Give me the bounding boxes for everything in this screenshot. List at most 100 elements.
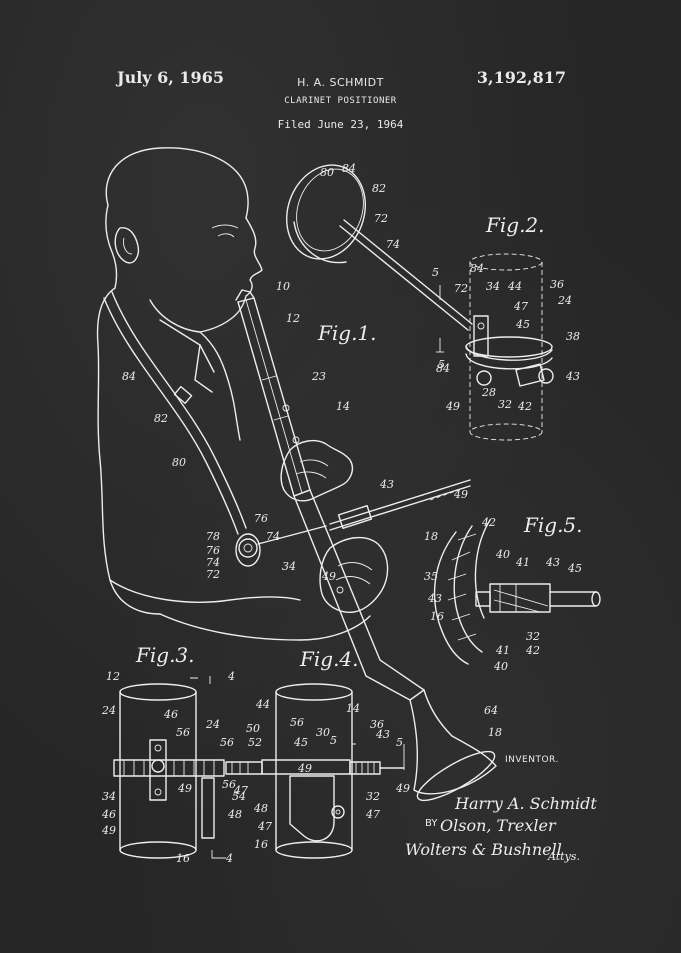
fig1-label: Fig.1.: [317, 321, 377, 345]
ref-numeral: 74: [386, 238, 400, 251]
ref-numeral: 80: [172, 456, 186, 469]
ref-numeral: 42: [525, 644, 540, 657]
ref-numeral: 49: [101, 824, 116, 837]
ref-numeral: 16: [430, 610, 444, 623]
ref-numeral: 14: [336, 400, 350, 413]
attorneys-line-2: Wolters & Bushnell: [405, 840, 562, 859]
fig4-label: Fig.4.: [299, 647, 359, 671]
ref-numeral: 76: [254, 512, 268, 525]
ref-numeral: 74: [266, 530, 280, 543]
ref-numeral: 30: [316, 726, 330, 739]
ref-numeral: 74: [206, 556, 220, 569]
ref-numeral: 52: [248, 736, 262, 749]
ref-numeral: 44: [507, 280, 522, 293]
ref-numeral: 36: [370, 718, 384, 731]
ref-numeral: 82: [372, 182, 386, 195]
ref-numeral: 49: [177, 782, 192, 795]
ref-numeral: 46: [163, 708, 178, 721]
ref-numeral: 43: [427, 592, 442, 605]
ref-numeral: 45: [515, 318, 530, 331]
fig2-label: Fig.2.: [485, 213, 545, 237]
ref-numeral: 56: [176, 726, 190, 739]
patent-number: 3,192,817: [476, 68, 566, 87]
ref-numeral: 49: [395, 782, 410, 795]
ref-numeral: 47: [365, 808, 380, 821]
ref-numeral: 82: [154, 412, 168, 425]
ref-numeral: 43: [375, 728, 390, 741]
patent-title: CLARINET POSITIONER: [284, 96, 397, 106]
ref-numeral: 34: [282, 560, 296, 573]
ref-numeral: 54: [232, 790, 246, 803]
ref-numeral: 41: [495, 644, 510, 657]
ref-numeral: 46: [101, 808, 116, 821]
ref-numeral: 64: [484, 704, 498, 717]
ref-numeral: 16: [254, 838, 268, 851]
ref-numeral: 28: [481, 386, 496, 399]
ref-numeral: 40: [493, 660, 508, 673]
ref-numeral: 23: [311, 370, 326, 383]
ref-numeral: 84: [436, 362, 450, 375]
ref-numeral: 78: [206, 530, 220, 543]
fig4-drawing: [225, 683, 405, 859]
ref-numeral: 41: [515, 556, 530, 569]
ref-numeral: 34: [102, 790, 116, 803]
ref-numeral: 18: [424, 530, 438, 543]
patent-date: July 6, 1965: [117, 68, 224, 87]
ref-numeral: 42: [481, 516, 496, 529]
inventor-signature: Harry A. Schmidt: [455, 794, 597, 813]
by-label: BY: [425, 818, 438, 829]
ref-numeral: 43: [545, 556, 560, 569]
fig2-drawing: [285, 164, 554, 441]
ref-numeral: 24: [557, 294, 572, 307]
inventor-header: H. A. SCHMIDT: [297, 76, 384, 89]
ref-numeral: 43: [379, 478, 394, 491]
ref-numeral: 47: [257, 820, 272, 833]
ref-numeral: 76: [206, 544, 220, 557]
ref-numeral: 12: [106, 670, 120, 683]
ref-numeral: 47: [233, 784, 248, 797]
ref-numeral: 32: [498, 398, 512, 411]
ref-numeral: 38: [566, 330, 580, 343]
ref-numeral: 72: [374, 212, 388, 225]
fig3-label: Fig.3.: [135, 643, 195, 667]
reference-numerals: 80 84 82 72 74 10 12 23 14 84 82 80 78 7…: [101, 162, 582, 865]
ref-numeral: 50: [246, 722, 260, 735]
ref-numeral: 42: [517, 400, 532, 413]
filed-date: Filed June 23, 1964: [277, 118, 404, 131]
ref-numeral: 34: [486, 280, 500, 293]
ref-numeral: 80: [320, 166, 334, 179]
ref-numeral: 45: [567, 562, 582, 575]
ref-numeral: 48: [227, 808, 242, 821]
ref-numeral: 84: [122, 370, 136, 383]
ref-numeral: 48: [253, 802, 268, 815]
ref-numeral: 4: [227, 670, 235, 683]
ref-numeral: 10: [276, 280, 290, 293]
ref-numeral: 35: [424, 570, 438, 583]
attorneys-suffix: Attys.: [548, 850, 580, 863]
ref-numeral: 5: [396, 736, 403, 749]
ref-numeral: 24: [205, 718, 220, 731]
ref-numeral: 49: [321, 570, 336, 583]
ref-numeral: 47: [513, 300, 528, 313]
ref-numeral: 36: [550, 278, 564, 291]
ref-numeral: 32: [526, 630, 540, 643]
ref-numeral: 44: [255, 698, 270, 711]
ref-numeral: 16: [176, 852, 190, 865]
ref-numeral: 84: [470, 262, 484, 275]
fig1-drawing: [96, 147, 497, 802]
ref-numeral: 14: [346, 702, 360, 715]
ref-numeral: 56: [220, 736, 234, 749]
ref-numeral: 72: [454, 282, 468, 295]
ref-numeral: 56: [290, 716, 304, 729]
ref-numeral: 32: [366, 790, 380, 803]
ref-numeral: 49: [453, 488, 468, 501]
ref-numeral: 40: [495, 548, 510, 561]
ref-numeral: 72: [206, 568, 220, 581]
ref-numeral: 49: [445, 400, 460, 413]
ref-numeral: 45: [293, 736, 308, 749]
ref-numeral: 24: [101, 704, 116, 717]
ref-numeral: 5: [330, 734, 337, 747]
inventor-label: INVENTOR.: [505, 755, 559, 765]
ref-numeral: 12: [286, 312, 300, 325]
